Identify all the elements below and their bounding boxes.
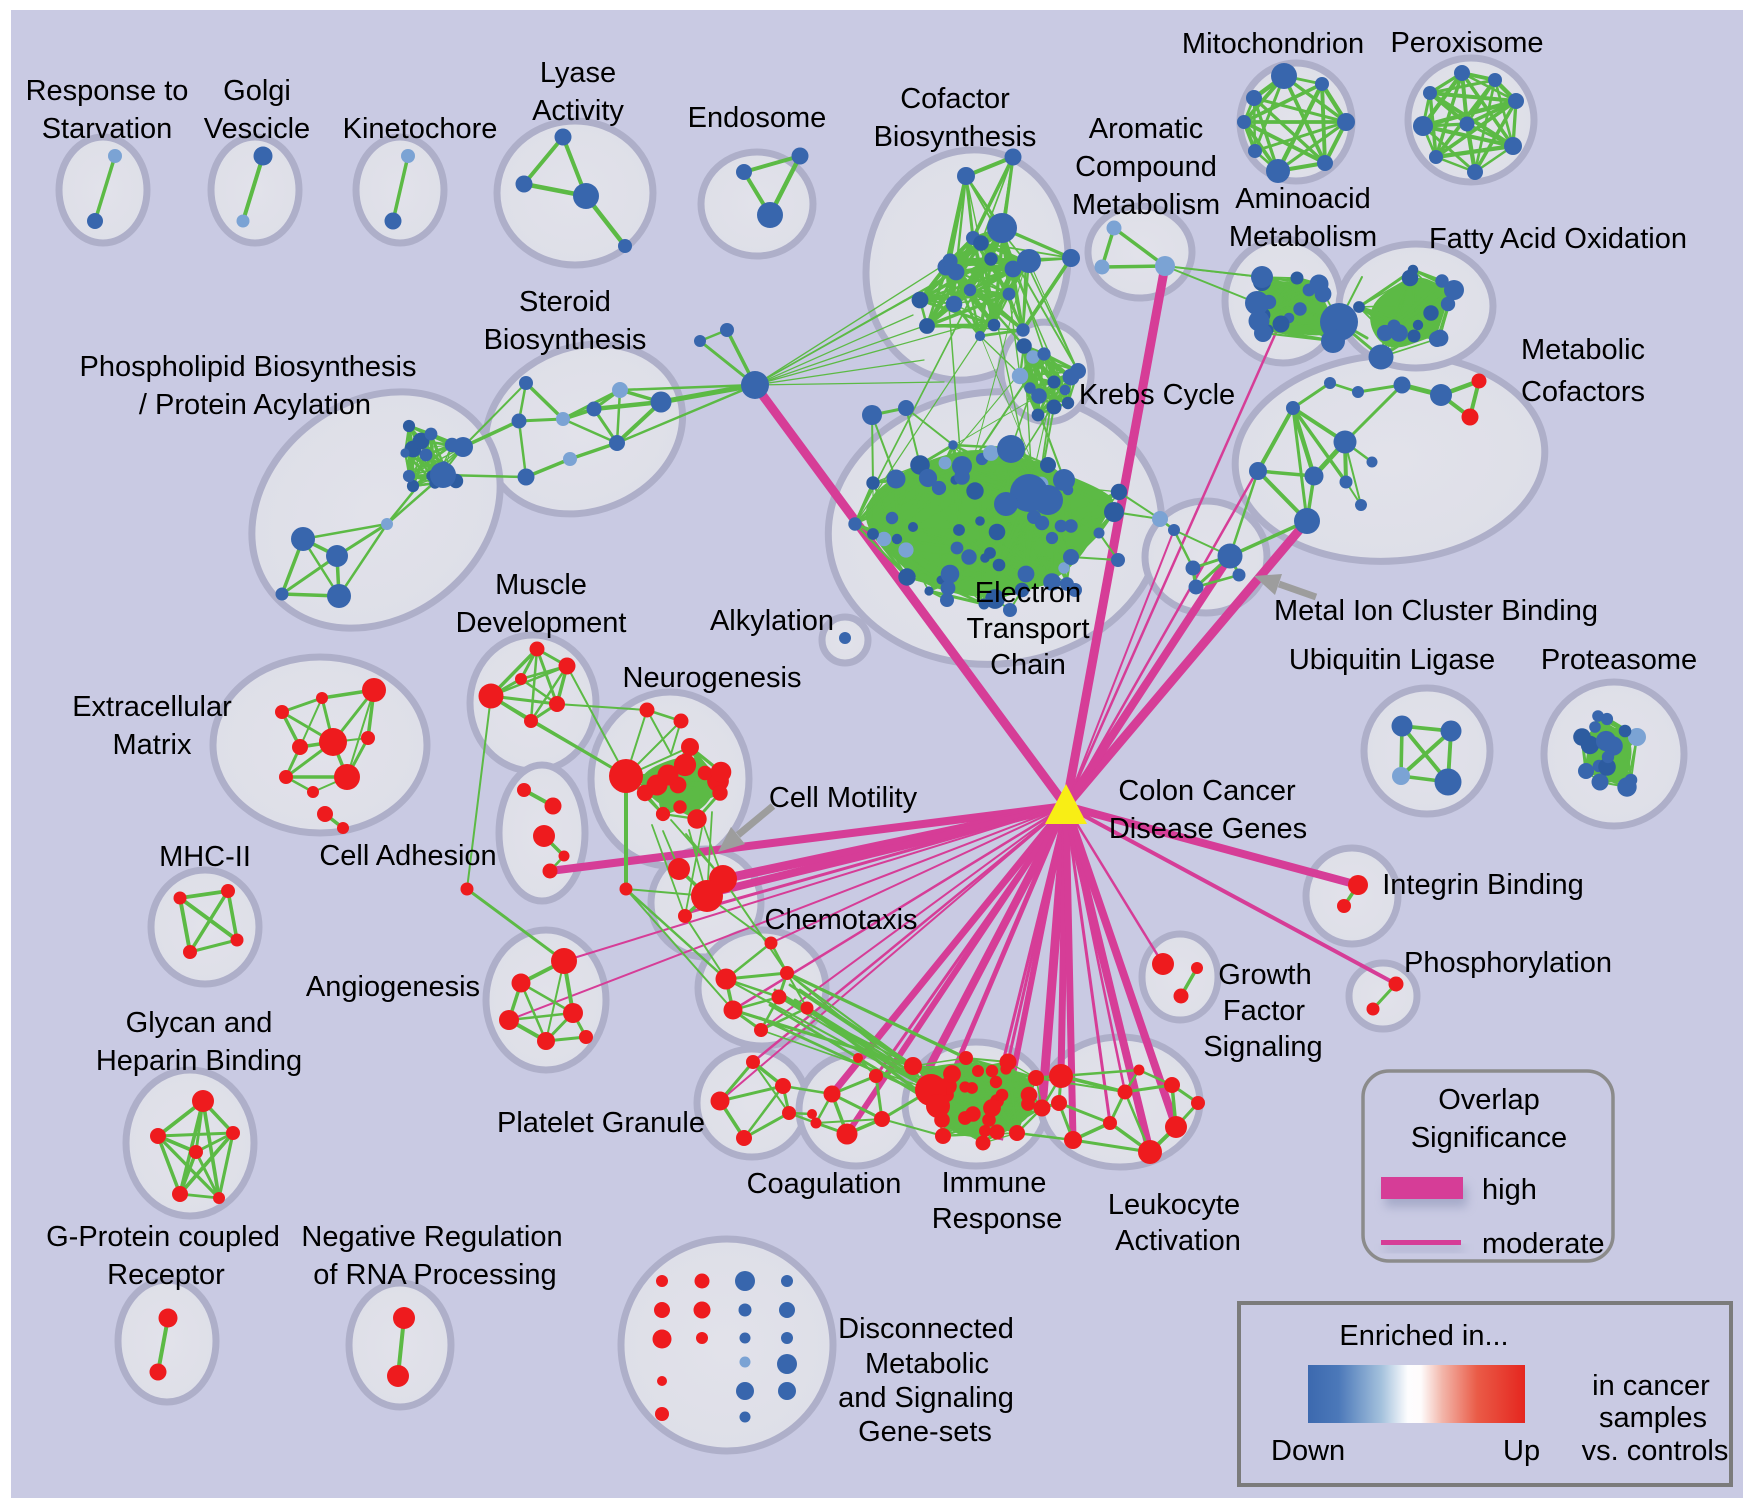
svg-text:Alkylation: Alkylation [710, 605, 834, 637]
svg-text:Up: Up [1503, 1435, 1540, 1467]
svg-text:Response: Response [932, 1203, 1063, 1235]
svg-text:Platelet Granule: Platelet Granule [497, 1107, 705, 1139]
svg-text:and Signaling: and Signaling [838, 1382, 1014, 1414]
svg-text:G-Protein coupled: G-Protein coupled [46, 1221, 280, 1253]
svg-text:Receptor: Receptor [107, 1259, 225, 1291]
svg-text:Kinetochore: Kinetochore [343, 113, 498, 145]
svg-text:Metabolic: Metabolic [865, 1348, 989, 1380]
svg-text:vs. controls: vs. controls [1582, 1435, 1729, 1467]
svg-text:Mitochondrion: Mitochondrion [1182, 28, 1364, 60]
svg-text:Metal Ion Cluster Binding: Metal Ion Cluster Binding [1274, 595, 1598, 627]
svg-text:high: high [1482, 1174, 1537, 1206]
svg-text:Metabolism: Metabolism [1072, 189, 1220, 221]
svg-text:in cancer: in cancer [1592, 1370, 1710, 1402]
svg-text:moderate: moderate [1482, 1228, 1605, 1260]
svg-text:Heparin Binding: Heparin Binding [96, 1045, 302, 1077]
svg-text:Steroid: Steroid [519, 286, 611, 318]
svg-text:Phospholipid Biosynthesis: Phospholipid Biosynthesis [80, 351, 417, 383]
svg-text:Golgi: Golgi [223, 75, 291, 107]
svg-text:Phosphorylation: Phosphorylation [1404, 947, 1612, 979]
svg-text:Activation: Activation [1115, 1225, 1241, 1257]
svg-text:Extracellular: Extracellular [72, 691, 232, 723]
svg-text:Chemotaxis: Chemotaxis [764, 904, 917, 936]
svg-text:Activity: Activity [532, 95, 624, 127]
svg-text:Starvation: Starvation [42, 113, 173, 145]
svg-text:MHC-II: MHC-II [159, 841, 251, 873]
svg-text:Peroxisome: Peroxisome [1390, 27, 1543, 59]
svg-text:Aminoacid: Aminoacid [1235, 183, 1370, 215]
svg-text:Endosome: Endosome [688, 102, 827, 134]
svg-text:Colon Cancer: Colon Cancer [1118, 775, 1296, 807]
svg-text:Disease Genes: Disease Genes [1109, 813, 1307, 845]
svg-text:Overlap: Overlap [1438, 1084, 1540, 1116]
svg-text:Cofactor: Cofactor [900, 83, 1010, 115]
svg-text:samples: samples [1599, 1402, 1707, 1434]
svg-text:Fatty Acid Oxidation: Fatty Acid Oxidation [1429, 223, 1687, 255]
svg-text:Disconnected: Disconnected [838, 1313, 1014, 1345]
svg-text:Lyase: Lyase [540, 57, 616, 89]
svg-text:Response to: Response to [26, 75, 189, 107]
svg-text:Biosynthesis: Biosynthesis [874, 121, 1037, 153]
svg-text:Matrix: Matrix [113, 729, 192, 761]
svg-text:Krebs Cycle: Krebs Cycle [1079, 379, 1235, 411]
svg-text:Angiogenesis: Angiogenesis [306, 971, 480, 1003]
svg-text:Leukocyte: Leukocyte [1108, 1189, 1240, 1221]
svg-text:Integrin Binding: Integrin Binding [1382, 869, 1584, 901]
svg-text:Neurogenesis: Neurogenesis [623, 662, 802, 694]
svg-text:Growth: Growth [1218, 959, 1311, 991]
svg-text:Cofactors: Cofactors [1521, 376, 1645, 408]
svg-text:Glycan and: Glycan and [126, 1007, 273, 1039]
svg-text:Aromatic: Aromatic [1089, 113, 1203, 145]
svg-text:Enriched in...: Enriched in... [1339, 1320, 1508, 1352]
svg-text:Proteasome: Proteasome [1541, 644, 1697, 676]
svg-text:Metabolic: Metabolic [1521, 334, 1645, 366]
svg-text:Electron: Electron [975, 577, 1081, 609]
svg-text:Development: Development [456, 607, 627, 639]
svg-text:Down: Down [1271, 1435, 1345, 1467]
svg-text:Ubiquitin Ligase: Ubiquitin Ligase [1289, 644, 1495, 676]
svg-text:Transport: Transport [966, 613, 1089, 645]
svg-text:Metabolism: Metabolism [1229, 221, 1377, 253]
svg-text:/ Protein Acylation: / Protein Acylation [139, 389, 371, 421]
svg-text:Compound: Compound [1075, 151, 1217, 183]
svg-text:Coagulation: Coagulation [747, 1168, 902, 1200]
svg-text:Muscle: Muscle [495, 569, 587, 601]
svg-text:Negative Regulation: Negative Regulation [301, 1221, 562, 1253]
svg-text:Signaling: Signaling [1203, 1031, 1322, 1063]
svg-text:Cell Motility: Cell Motility [769, 782, 918, 814]
svg-text:of RNA Processing: of RNA Processing [313, 1259, 556, 1291]
svg-text:Significance: Significance [1411, 1122, 1567, 1154]
svg-text:Cell Adhesion: Cell Adhesion [319, 840, 496, 872]
svg-text:Vescicle: Vescicle [204, 113, 310, 145]
svg-text:Factor: Factor [1223, 995, 1306, 1027]
svg-text:Gene-sets: Gene-sets [858, 1416, 992, 1448]
svg-text:Chain: Chain [990, 649, 1066, 681]
svg-text:Biosynthesis: Biosynthesis [484, 324, 647, 356]
svg-text:Immune: Immune [942, 1167, 1047, 1199]
